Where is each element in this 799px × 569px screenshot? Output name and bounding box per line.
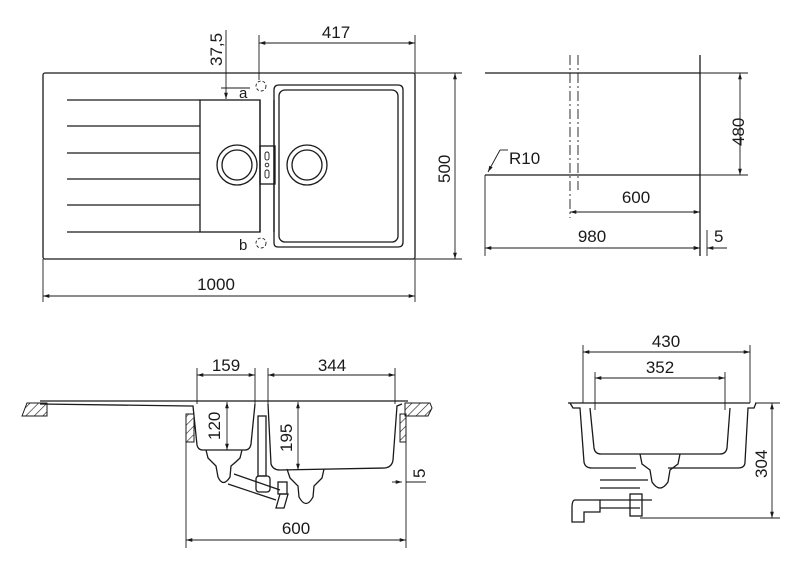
large-bowl-outer [273, 84, 404, 248]
large-bowl-profile [267, 403, 403, 471]
dim-cutout-600: 600 [622, 188, 650, 207]
dim-side-margin: 5 [410, 469, 429, 478]
worktop-right-section [404, 402, 433, 417]
dim-cutout-margin: 5 [714, 227, 723, 246]
dim-end-height: 304 [752, 450, 771, 478]
end-pipes [600, 479, 652, 509]
dim-offset: 37,5 [207, 33, 226, 66]
dim-end-outer: 430 [652, 332, 680, 351]
trap [629, 493, 643, 517]
drainer-grooves [67, 99, 200, 233]
dim-total-length: 1000 [197, 275, 235, 294]
side-view: 159 344 120 195 600 5 [21, 356, 433, 548]
connecting-pipe [227, 473, 281, 501]
cabinet-left-section [185, 413, 195, 443]
small-bowl [199, 99, 261, 233]
sink-outline [42, 72, 416, 260]
dim-large-bowl: 344 [318, 356, 346, 375]
overflow-icon [259, 145, 276, 185]
dim-bowl-width: 417 [322, 23, 350, 42]
drain-large-icon [286, 144, 328, 186]
small-waste [205, 449, 243, 484]
tap-hole-a-icon [255, 80, 267, 92]
dim-cutout-980: 980 [578, 227, 606, 246]
tap-hole-b-icon [255, 237, 267, 249]
radius-label: R10 [509, 149, 540, 168]
label-a: a [239, 85, 248, 102]
overflow-pipe [257, 415, 267, 477]
large-bowl-inner [278, 89, 399, 243]
outlet-elbow [571, 499, 601, 523]
bowl-outline [568, 402, 757, 469]
label-b: b [239, 237, 247, 254]
dim-small-depth: 120 [205, 412, 224, 440]
small-bowl-profile [190, 403, 256, 451]
end-view: 430 352 304 [568, 332, 780, 523]
worktop-left-section [21, 402, 48, 417]
drain-small-icon [216, 144, 258, 186]
dim-cutout-depth: 480 [729, 118, 748, 146]
top-view: a b 417 37,5 1000 500 [42, 23, 462, 302]
dim-cabinet: 600 [282, 519, 310, 538]
cabinet-right-section [399, 413, 407, 443]
end-waste [639, 453, 681, 489]
bowl-inner [589, 407, 731, 455]
large-waste [286, 468, 325, 505]
cutout-view: 480 R10 600 980 5 [484, 55, 748, 256]
dim-end-inner: 352 [646, 358, 674, 377]
dim-small-bowl: 159 [212, 356, 240, 375]
dim-large-depth: 195 [277, 424, 296, 452]
dim-total-depth: 500 [435, 155, 454, 183]
